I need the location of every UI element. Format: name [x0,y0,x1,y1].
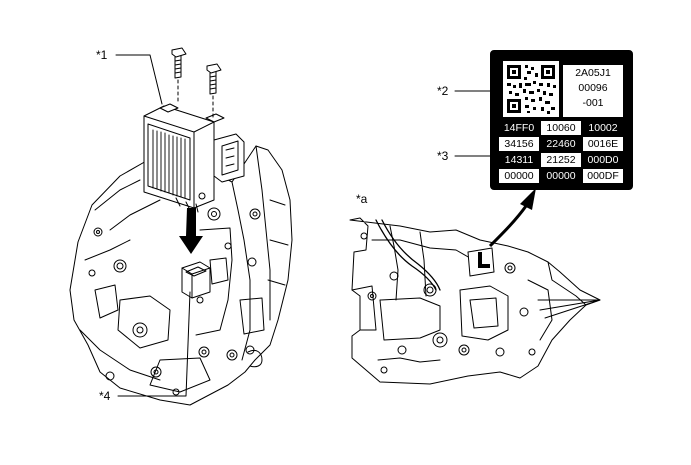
callout-3: *3 [437,149,449,163]
plate-cell: 00000 [499,169,539,183]
plate-cell: 34156 [499,137,539,151]
plate-cell: 10002 [583,121,623,135]
plate-cell: 22460 [541,137,581,151]
callout-2: *2 [437,84,449,98]
plate-serial-line-1: 2A05J1 [575,67,611,79]
label-plate-inner: 2A05J1 00096 -001 14FF0 10060 10002 3415… [497,57,626,183]
callout-1: *1 [96,48,108,62]
plate-cell: 14FF0 [499,121,539,135]
plate-cell: 000DF [583,169,623,183]
plate-serial-box: 2A05J1 00096 -001 [563,65,623,117]
callout-a: *a [356,192,368,206]
callout-4: *4 [99,389,111,403]
qr-code-icon [503,61,559,117]
plate-cell: 21252 [541,153,581,167]
connector-socket [181,261,211,299]
transmission-control-module [143,103,245,213]
bolt-icon [206,63,222,95]
transmission-housing-left [69,145,293,406]
plate-cell: 0016E [583,137,623,151]
arrow-down-icon [179,208,203,254]
arrow-up-right-icon [488,188,536,248]
bolt-icon [171,47,187,79]
label-plate: 2A05J1 00096 -001 14FF0 10060 10002 3415… [490,50,633,190]
transmission-side-view [349,217,601,385]
label-marker-icon [478,252,490,268]
plate-cell: 10060 [541,121,581,135]
plate-serial-line-2: 00096 [578,82,608,94]
plate-serial-line-3: -001 [582,97,604,109]
plate-cell: 000D0 [583,153,623,167]
plate-cell: 14311 [499,153,539,167]
plate-cell: 00000 [541,169,581,183]
